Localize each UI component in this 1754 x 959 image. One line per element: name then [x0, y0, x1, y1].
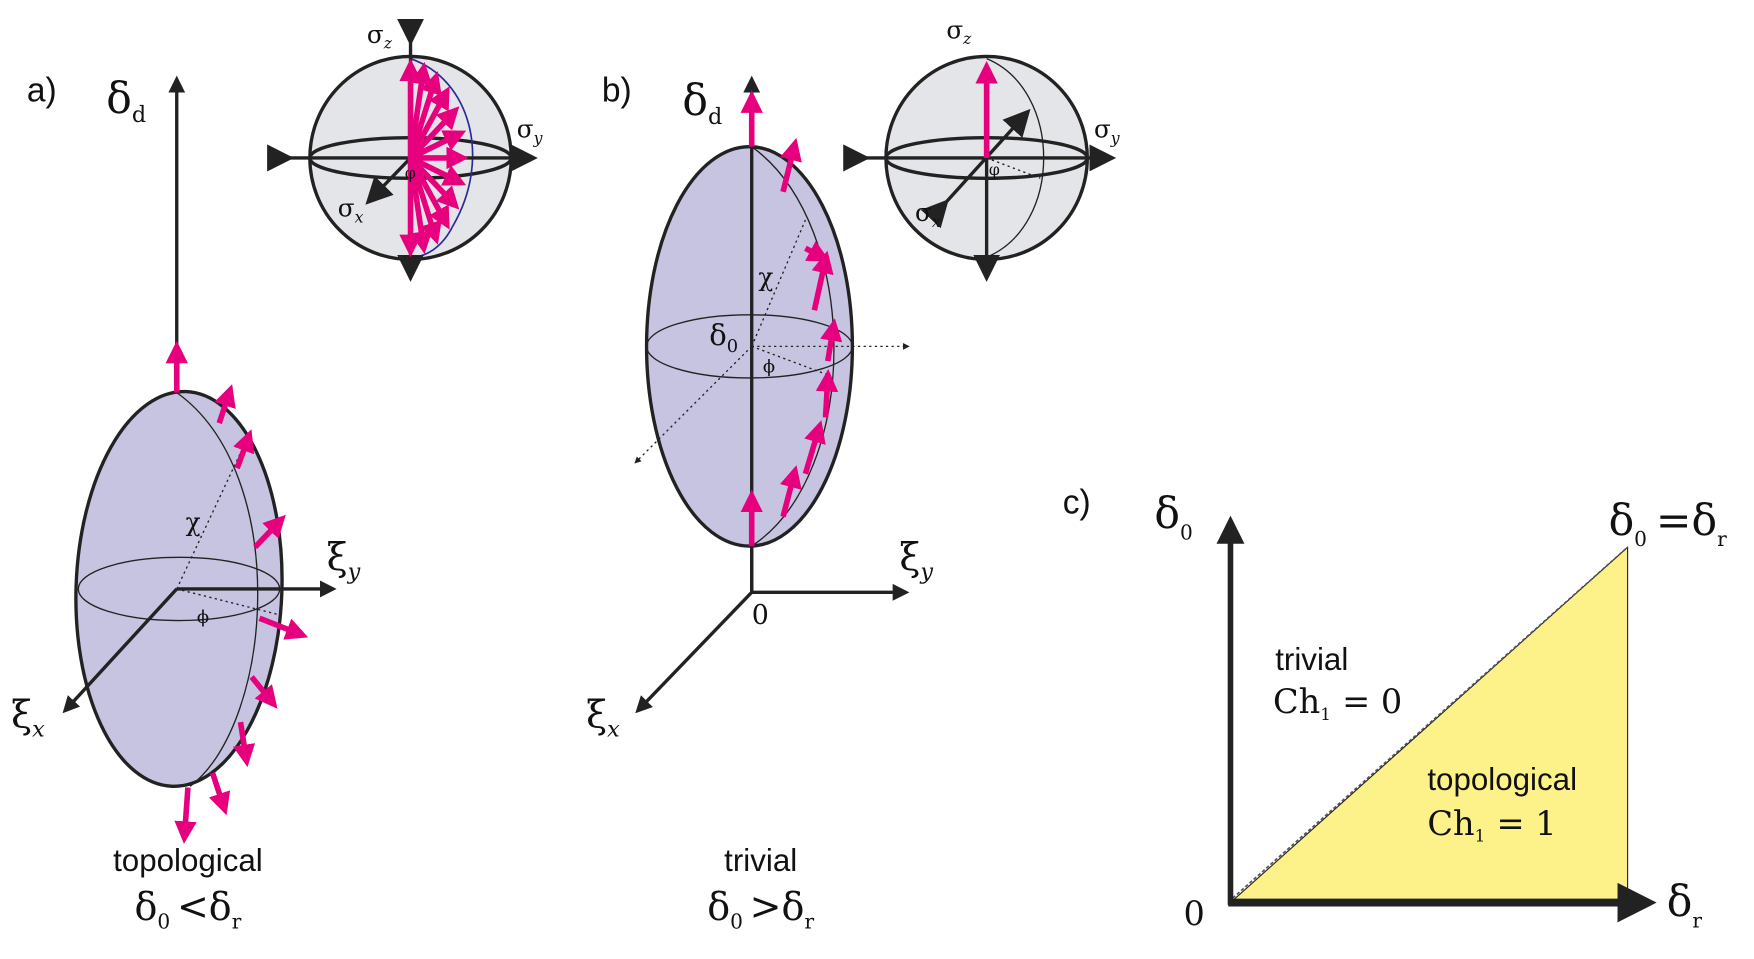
panel-c: c) δ0 δr 0 δ0=δr trivial Ch1= 0 topologi… — [1063, 483, 1727, 933]
boundary-label: δ0=δr — [1609, 496, 1728, 551]
bloch-phi-b: φ — [989, 160, 1000, 179]
sigma-x-a: σx — [338, 194, 364, 227]
spin-arrow — [780, 137, 802, 193]
dotted-x-b — [634, 345, 753, 464]
sigma-z-b: σz — [946, 15, 972, 48]
caption-a: topological — [113, 843, 263, 878]
chi-ray — [176, 445, 245, 590]
phi-label-b: ϕ — [763, 356, 775, 377]
spin-arrow — [779, 465, 802, 518]
spin-arrow — [249, 675, 278, 709]
spin-arrows-b — [740, 90, 843, 547]
spin-arrow — [820, 318, 843, 362]
sigma-z-a: σz — [367, 20, 393, 53]
topological-label: topological — [1427, 762, 1577, 797]
panel-b: b) δd χ δ0 ϕ 0 ξy ξx trivial δ0>δr φ — [586, 15, 1121, 933]
sigma-y-a: σy — [517, 115, 544, 148]
spin-arrow — [253, 514, 286, 550]
phi-ray — [176, 588, 280, 616]
spin-arrow — [208, 771, 231, 816]
bloch-sphere-a: φ σz σy σx — [267, 18, 544, 282]
chi-label-b: χ — [758, 262, 773, 291]
origin-c: 0 — [1184, 894, 1205, 933]
phi-label: ϕ — [197, 607, 209, 628]
panel-c-label: c) — [1063, 483, 1091, 521]
xi-x-axis-b — [635, 591, 753, 714]
xi-x-label: ξx — [11, 694, 45, 743]
condition-a: δ0<δr — [135, 885, 242, 933]
spin-arrow — [214, 384, 236, 424]
delta-r-axis-label: δr — [1667, 877, 1703, 932]
topological-region — [1229, 545, 1629, 904]
spin-arrows-a — [165, 340, 309, 844]
bloch-sphere-b: φ σz σy σx — [843, 15, 1121, 282]
delta-d-label-b: δd — [682, 76, 722, 130]
sigma-x-b: σx — [915, 198, 941, 231]
bloch-vector-a — [409, 130, 467, 161]
delta0-axis-label: δ0 — [1154, 489, 1192, 544]
bloch-vector-a — [409, 155, 467, 186]
spin-arrow — [174, 787, 197, 844]
bloch-phi-a: φ — [405, 163, 416, 182]
sigma-y-b: σy — [1094, 115, 1121, 148]
delta0-center-b: δ0 — [709, 318, 738, 357]
meridian — [176, 392, 259, 787]
origin-b: 0 — [752, 600, 769, 631]
boundary-line — [1232, 546, 1629, 899]
panel-a: a) δd χ ϕ ξy ξx topological δ0<δr φ σz σ… — [11, 18, 544, 934]
caption-b: trivial — [724, 843, 797, 878]
spin-arrow — [232, 721, 256, 768]
xi-y-label-b: ξy — [899, 536, 933, 585]
spin-arrow — [815, 368, 839, 418]
xi-y-label: ξy — [327, 536, 361, 585]
panel-b-label: b) — [602, 71, 632, 109]
delta-d-label: δd — [106, 74, 146, 128]
panel-a-label: a) — [27, 71, 57, 109]
meridian-b — [751, 146, 835, 547]
ellipsoid-b — [644, 144, 855, 548]
trivial-chern: Ch1= 0 — [1273, 682, 1402, 724]
chi-label: χ — [186, 507, 201, 536]
xi-x-label-b: ξx — [586, 694, 620, 743]
trivial-label: trivial — [1275, 642, 1348, 677]
spin-arrow — [233, 429, 255, 470]
spin-arrow — [258, 615, 309, 640]
spin-arrow — [811, 250, 834, 311]
bloch-vector-a — [408, 86, 450, 160]
spin-arrow — [802, 420, 826, 475]
topological-chern: Ch1= 1 — [1427, 804, 1556, 846]
chi-ray-b — [751, 219, 807, 347]
xi-x-axis — [62, 587, 178, 714]
bloch-vector-a — [408, 106, 460, 160]
condition-b: δ0>δr — [707, 885, 814, 933]
